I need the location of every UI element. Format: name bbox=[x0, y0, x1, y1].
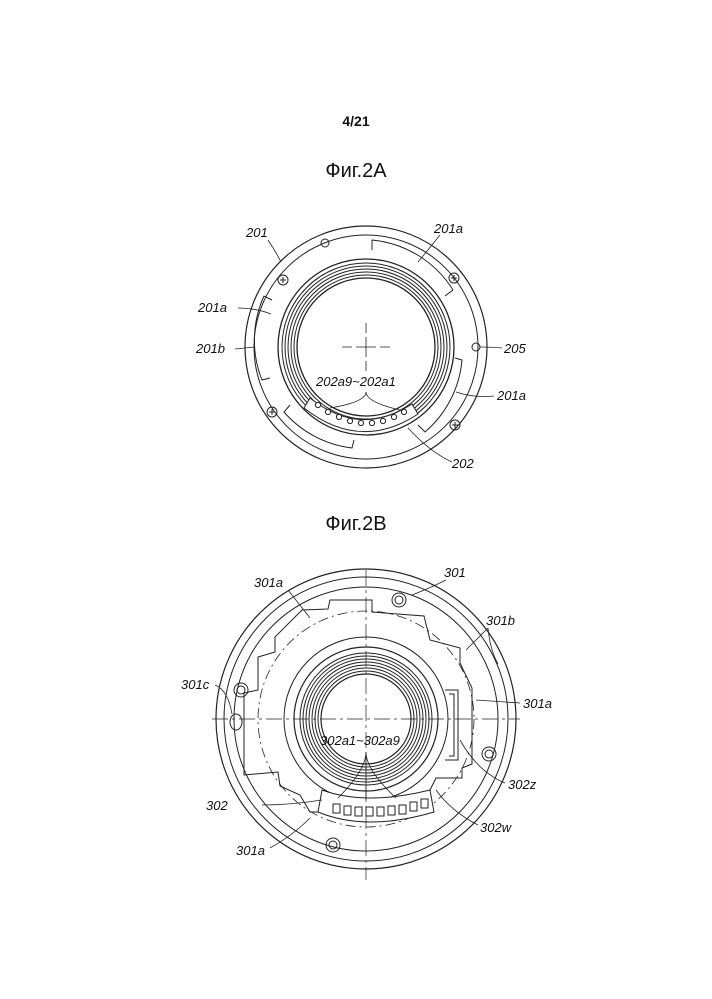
label-301a-bottom: 301a bbox=[236, 843, 265, 858]
label-301b: 301b bbox=[486, 613, 515, 628]
figure-2b-mount bbox=[212, 569, 520, 880]
label-201a-right: 201a bbox=[496, 388, 526, 403]
label-301a-right: 301a bbox=[523, 696, 552, 711]
label-201b: 201b bbox=[195, 341, 225, 356]
figure-2a-mount bbox=[235, 226, 502, 468]
label-301: 301 bbox=[444, 565, 466, 580]
label-202: 202 bbox=[451, 456, 474, 471]
label-205: 205 bbox=[503, 341, 526, 356]
lock-pin-hole-301c bbox=[230, 714, 242, 730]
label-201a-left: 201a bbox=[197, 300, 227, 315]
label-202a-range: 202a9~202a1 bbox=[315, 374, 396, 389]
label-302w: 302w bbox=[480, 820, 513, 835]
label-302: 302 bbox=[206, 798, 228, 813]
label-301a-top: 301a bbox=[254, 575, 283, 590]
claw-slot-302z bbox=[445, 690, 458, 760]
label-302a-range: 302a1~302a9 bbox=[320, 733, 400, 748]
lock-pin-205 bbox=[472, 343, 480, 351]
label-302z: 302z bbox=[508, 777, 537, 792]
label-201a-top: 201a bbox=[433, 221, 463, 236]
center-mark bbox=[342, 323, 390, 371]
label-301c: 301c bbox=[181, 677, 210, 692]
bayonet-claw-left bbox=[254, 296, 272, 380]
label-201: 201 bbox=[245, 225, 268, 240]
bayonet-claws-301a bbox=[244, 600, 472, 812]
